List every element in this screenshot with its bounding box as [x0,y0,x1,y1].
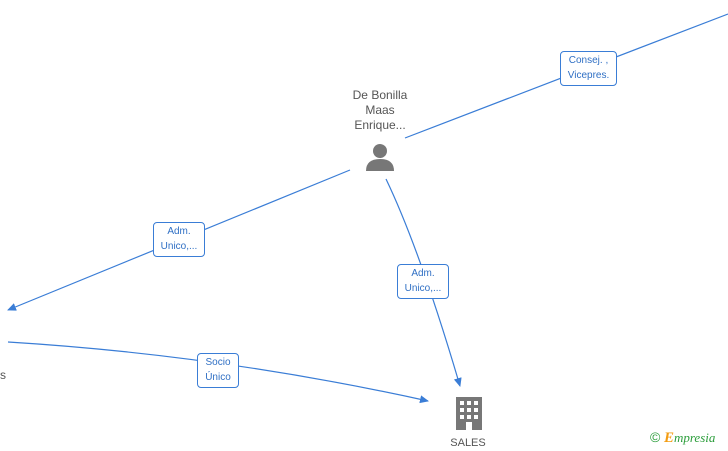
edge-label-socio-line-2: Único [205,372,231,383]
edge-label-adm-left-line-2: Unico,... [160,241,198,252]
person-node-name[interactable]: De Bonilla Maas Enrique... [335,88,425,133]
edge-label-adm-left-line-1: Adm. [167,226,191,237]
building-icon[interactable] [456,397,482,430]
empresia-watermark: © Empresia [650,429,715,447]
edge-label-socio[interactable]: Socio Único [197,353,239,388]
left-node-partial-name[interactable]: s [0,368,6,382]
edge-label-adm-left[interactable]: Adm. Unico,... [153,222,205,257]
brand-logo-rest: mpresia [673,430,716,445]
brand-logo-initial: E [663,430,674,446]
company-node-name[interactable]: SALES [450,437,486,449]
person-icon[interactable] [366,144,394,171]
copyright-symbol: © [650,429,661,445]
edge-label-socio-line-1: Socio [205,357,231,368]
edge-label-adm-down[interactable]: Adm. Unico,... [397,264,449,299]
edge-label-consej-line-2: Vicepres. [567,70,610,81]
edge-label-adm-down-line-2: Unico,... [404,283,442,294]
edge-label-consej[interactable]: Consej. , Vicepres. [560,51,617,86]
edge-label-adm-down-line-1: Adm. [411,268,435,279]
edge-label-consej-line-1: Consej. , [568,55,609,66]
person-name-line-3: Enrique... [354,118,406,132]
person-name-line-2: Maas [365,103,395,117]
person-name-line-1: De Bonilla [352,88,408,102]
